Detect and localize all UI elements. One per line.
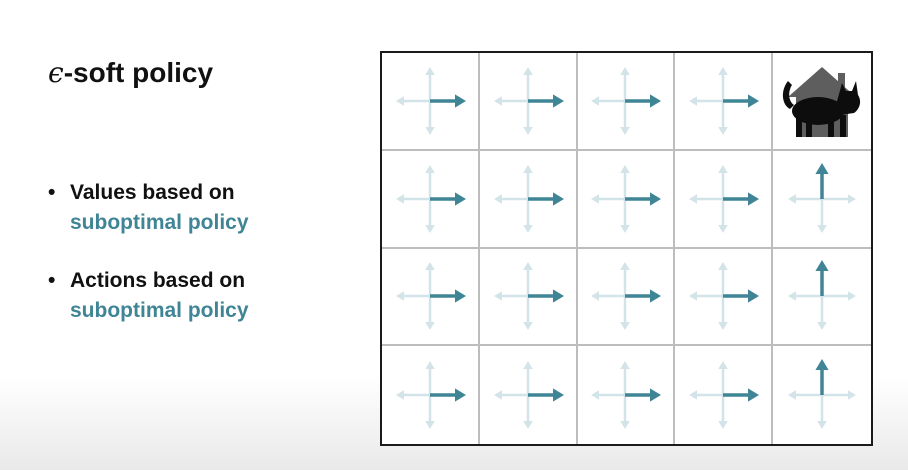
cat-icon bbox=[783, 80, 861, 137]
gridworld bbox=[380, 51, 873, 446]
bullet-list: • Values based on suboptimal policy • Ac… bbox=[46, 178, 346, 354]
title-text: -soft policy bbox=[63, 57, 214, 88]
grid-cell bbox=[480, 346, 578, 444]
grid-cell bbox=[382, 53, 480, 151]
policy-arrows-icon bbox=[493, 164, 564, 233]
policy-arrow-right bbox=[625, 94, 662, 108]
epsilon-symbol: ϵ bbox=[48, 56, 64, 89]
grid-cell bbox=[577, 248, 676, 347]
goal-icon bbox=[783, 66, 861, 137]
policy-arrows-icon bbox=[591, 262, 662, 331]
policy-arrow-right bbox=[429, 94, 466, 108]
policy-arrow-right bbox=[723, 289, 760, 303]
bullet-item-values: • Values based on suboptimal policy bbox=[46, 178, 346, 238]
policy-arrows-icon bbox=[689, 66, 760, 135]
policy-arrow-right bbox=[625, 192, 662, 206]
policy-arrows-icon bbox=[689, 361, 760, 430]
bullet-highlight: suboptimal policy bbox=[70, 211, 249, 234]
grid-cell bbox=[577, 53, 676, 151]
grid-cell bbox=[675, 248, 774, 347]
slide-title: ϵ-soft policy bbox=[48, 56, 213, 89]
grid-cell bbox=[773, 151, 871, 249]
bullet-highlight: suboptimal policy bbox=[70, 299, 249, 322]
policy-arrow-right bbox=[527, 192, 564, 206]
policy-arrows-icon bbox=[788, 359, 857, 430]
policy-arrow-right bbox=[723, 388, 760, 402]
policy-arrow-right bbox=[723, 192, 760, 206]
policy-arrows-icon bbox=[395, 164, 466, 233]
grid-cell bbox=[577, 150, 676, 249]
policy-arrow-up bbox=[815, 260, 829, 297]
policy-arrows-icon bbox=[395, 361, 466, 430]
policy-arrow-right bbox=[527, 289, 564, 303]
grid-cell bbox=[479, 248, 578, 347]
policy-arrows-icon bbox=[493, 361, 564, 430]
policy-arrow-up bbox=[815, 359, 829, 396]
grid-cell bbox=[479, 53, 578, 151]
grid-cell bbox=[773, 53, 871, 151]
policy-arrows-icon bbox=[591, 361, 662, 430]
grid-cell bbox=[675, 346, 774, 444]
grid-cell bbox=[675, 150, 774, 249]
policy-arrow-right bbox=[527, 94, 564, 108]
bullet-item-actions: • Actions based on suboptimal policy bbox=[46, 266, 346, 326]
bullet-marker: • bbox=[48, 181, 56, 204]
policy-arrows-icon bbox=[493, 262, 564, 331]
policy-arrow-right bbox=[429, 192, 466, 206]
policy-arrow-right bbox=[723, 94, 760, 108]
policy-arrow-right bbox=[625, 388, 662, 402]
policy-arrow-right bbox=[429, 388, 466, 402]
policy-arrows-icon bbox=[493, 66, 564, 135]
bullet-marker: • bbox=[48, 269, 56, 292]
policy-arrows-icon bbox=[591, 164, 662, 233]
policy-arrows-icon bbox=[689, 262, 760, 331]
grid-cell bbox=[578, 346, 676, 444]
policy-arrows-icon bbox=[788, 260, 857, 331]
bullet-text: Actions based on bbox=[70, 269, 246, 292]
bullet-text: Values based on bbox=[70, 181, 235, 204]
grid-cell bbox=[382, 346, 480, 444]
policy-arrows-icon bbox=[689, 164, 760, 233]
grid-cell bbox=[773, 249, 871, 347]
policy-arrow-right bbox=[429, 289, 466, 303]
grid-cell bbox=[382, 150, 480, 249]
policy-arrows-icon bbox=[788, 162, 857, 233]
policy-arrows-icon bbox=[395, 66, 466, 135]
policy-arrows-icon bbox=[591, 66, 662, 135]
grid-cell bbox=[773, 346, 871, 444]
policy-arrow-right bbox=[527, 388, 564, 402]
policy-arrow-right bbox=[625, 289, 662, 303]
policy-arrow-up bbox=[815, 162, 829, 199]
grid-cell bbox=[382, 248, 480, 347]
grid-cell bbox=[675, 53, 774, 151]
policy-arrows-icon bbox=[395, 262, 466, 331]
grid-cell bbox=[479, 150, 578, 249]
